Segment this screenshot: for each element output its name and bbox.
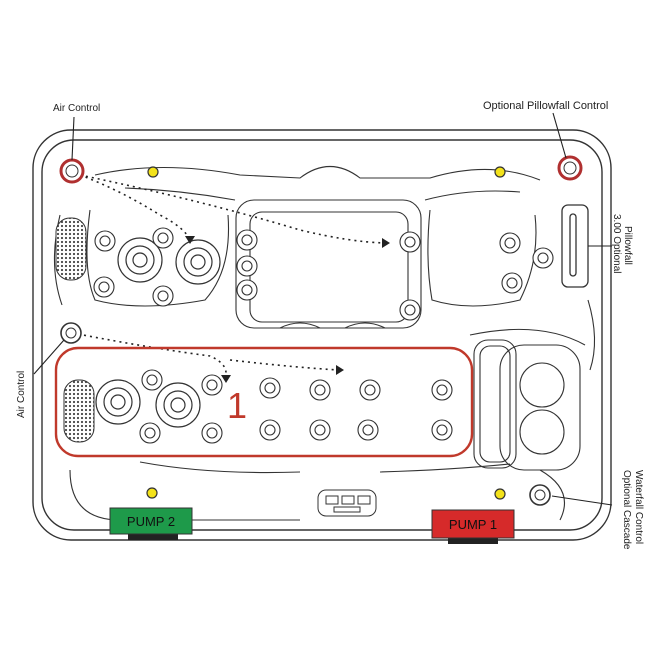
small-jet bbox=[357, 419, 379, 441]
small-jet bbox=[152, 227, 174, 249]
small-jet bbox=[259, 377, 281, 399]
small-jet bbox=[236, 279, 258, 301]
small-jet bbox=[94, 230, 116, 252]
control-panel bbox=[317, 489, 377, 517]
small-jet bbox=[399, 231, 421, 253]
waterfall-label-group: Optional Cascade Waterfall Control bbox=[621, 470, 644, 550]
filter-grille-bottom bbox=[63, 379, 95, 443]
small-jet bbox=[359, 379, 381, 401]
small-jet bbox=[431, 419, 453, 441]
small-jet bbox=[309, 379, 331, 401]
small-jet bbox=[93, 276, 115, 298]
pillowfall-label-line2: Pillowfall bbox=[622, 226, 633, 265]
indicator-lights bbox=[146, 166, 506, 500]
air-control-knob-top bbox=[59, 158, 85, 184]
small-jet bbox=[431, 379, 453, 401]
air-lines bbox=[77, 174, 386, 379]
pump-1-box bbox=[431, 509, 515, 539]
pump-2-label: PUMP 2 bbox=[127, 514, 175, 529]
pillowfall-label-line1: 3.00 Optional bbox=[611, 214, 622, 274]
tub-shell bbox=[32, 129, 612, 541]
seat-contours bbox=[53, 166, 596, 521]
large-jets bbox=[95, 237, 221, 428]
small-jet bbox=[152, 285, 174, 307]
pump-2-box bbox=[109, 507, 193, 535]
filter-grille-top bbox=[55, 217, 87, 281]
air-line-arrows bbox=[185, 236, 390, 383]
small-jet bbox=[309, 419, 331, 441]
small-jet bbox=[259, 419, 281, 441]
lounger-seat bbox=[473, 339, 581, 471]
small-jet bbox=[201, 374, 223, 396]
small-jet bbox=[532, 247, 554, 269]
zone-1-highlight bbox=[54, 346, 474, 458]
small-jets bbox=[93, 227, 554, 444]
zone-number-label: 1 bbox=[227, 385, 247, 426]
air-control-left-label-group: Air Control bbox=[16, 371, 27, 418]
small-jet bbox=[201, 422, 223, 444]
waterfall-label-line1: Optional Cascade bbox=[621, 470, 632, 550]
small-jet bbox=[499, 232, 521, 254]
pump-1: PUMP 1 bbox=[431, 509, 515, 544]
small-jet bbox=[236, 255, 258, 277]
pillowfall-control-knob bbox=[557, 155, 583, 181]
pump-2: PUMP 2 bbox=[109, 507, 193, 540]
air-control-knob-left bbox=[60, 322, 82, 344]
pillowfall-label-group: 3.00 Optional Pillowfall bbox=[611, 214, 633, 274]
waterfall-control-knob bbox=[529, 484, 551, 506]
pump-2-base bbox=[128, 534, 178, 540]
leader-lines bbox=[33, 112, 613, 506]
air-control-left-label: Air Control bbox=[16, 371, 27, 418]
small-jet bbox=[139, 422, 161, 444]
air-control-top-label: Air Control bbox=[53, 103, 100, 114]
small-jet bbox=[236, 229, 258, 251]
pillowfall-outlet bbox=[561, 204, 589, 288]
small-jet bbox=[501, 272, 523, 294]
small-jet bbox=[399, 299, 421, 321]
pillowfall-control-label: Optional Pillowfall Control bbox=[483, 100, 608, 112]
small-jet bbox=[141, 369, 163, 391]
waterfall-label-line2: Waterfall Control bbox=[633, 470, 644, 544]
pump-1-label: PUMP 1 bbox=[449, 517, 497, 532]
pump-1-base bbox=[448, 538, 498, 544]
